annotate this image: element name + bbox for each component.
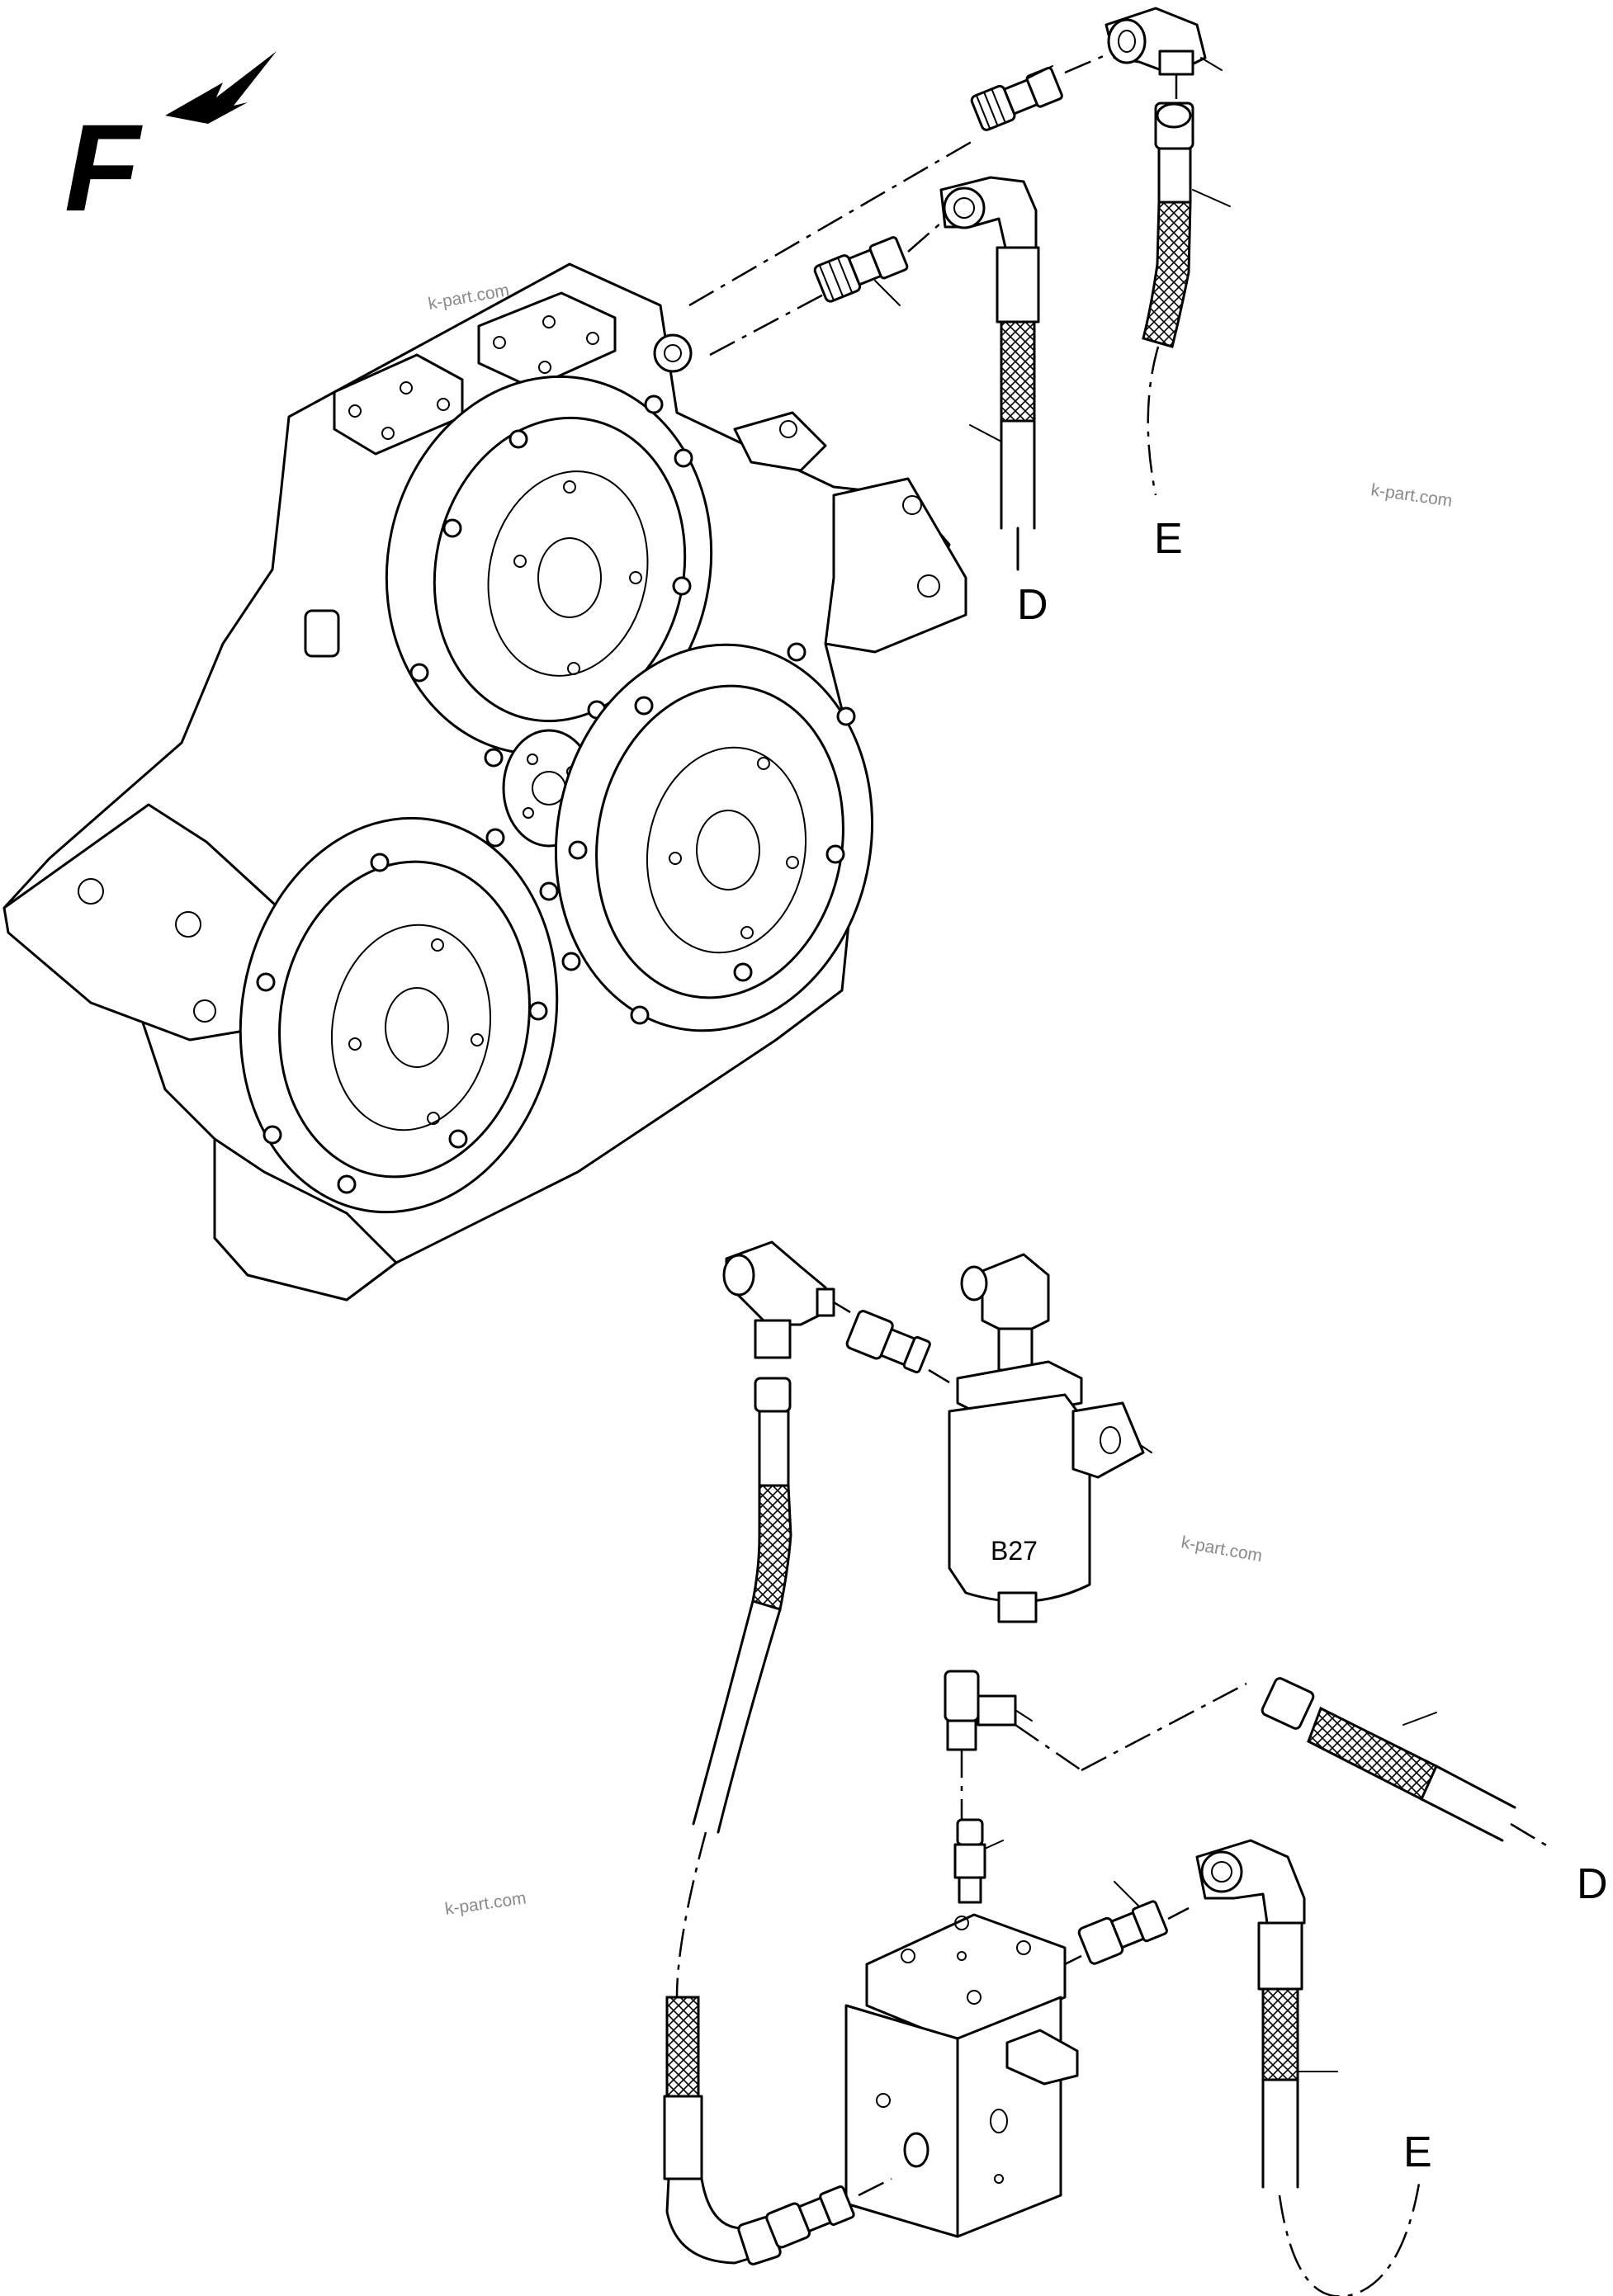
- top-hose-assembly: E D: [688, 7, 1231, 629]
- label-e-top: E: [1154, 515, 1183, 563]
- tee-fitting-left: [722, 1240, 835, 1359]
- label-d-bottom: D: [1577, 1860, 1608, 1908]
- adapter-fitting-valve-top: [953, 1818, 1004, 1904]
- adapter-fitting-valve-right: [1077, 1900, 1168, 1965]
- clutch-cover-upper: [385, 375, 713, 768]
- label-e-bottom: E: [1403, 2128, 1432, 2176]
- watermark-4: k-part.com: [443, 1888, 527, 1919]
- pressure-sensor-b27: B27: [948, 1253, 1152, 1623]
- adapter-fitting-lower: [813, 236, 909, 303]
- clutch-cover-lower: [239, 816, 559, 1214]
- front-arrow-icon: [165, 51, 277, 124]
- clutch-cover-right: [554, 642, 874, 1032]
- hose-d-top: [939, 176, 1040, 571]
- valve-block-assembly: D: [765, 1670, 1608, 2296]
- hose-e-top: [1142, 102, 1194, 496]
- front-direction-indicator: F: [64, 51, 277, 237]
- adapter-fitting-middle: [845, 1310, 931, 1374]
- hose-e-bottom: [1195, 1839, 1421, 2296]
- transmission-housing: [2, 262, 967, 1302]
- valve-block: [844, 1913, 1079, 2238]
- elbow-fitting-top: [1105, 7, 1207, 76]
- front-label: F: [64, 98, 143, 237]
- hose-d-bottom: [1261, 1677, 1553, 1850]
- hose-left-long: [663, 1377, 792, 2265]
- tee-fitting-small: [944, 1670, 1033, 1751]
- label-d-top: D: [1017, 581, 1048, 629]
- watermark-2: k-part.com: [1369, 480, 1453, 511]
- sensor-label-b27: B27: [991, 1536, 1038, 1566]
- adapter-fitting-upper: [970, 66, 1063, 131]
- adapter-fitting-valve-left: [765, 2185, 855, 2249]
- watermark-3: k-part.com: [1180, 1533, 1264, 1566]
